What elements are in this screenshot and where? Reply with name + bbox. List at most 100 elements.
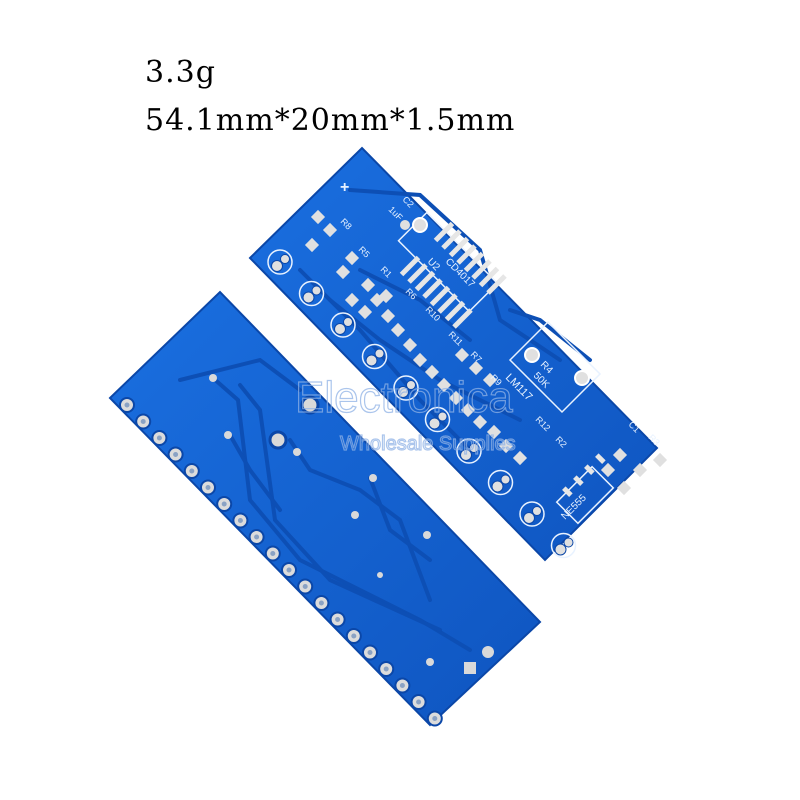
ic-cd4017-footprint — [397, 211, 507, 329]
smd-pad — [424, 364, 440, 380]
round-pad — [482, 646, 494, 658]
pin-hole — [140, 419, 146, 424]
pin-hole — [124, 402, 130, 408]
led-pad — [554, 543, 567, 556]
ic-pad — [486, 274, 507, 295]
pin-hole — [432, 716, 438, 721]
led-pad — [532, 506, 542, 516]
ic-pad — [478, 266, 500, 288]
watermark-line2: Wholesale Supplies — [340, 433, 516, 455]
smd-pads — [304, 209, 668, 496]
led-pad — [397, 386, 409, 398]
pot-pad — [574, 370, 590, 386]
pin-hole — [205, 485, 211, 490]
led-pad — [302, 291, 315, 304]
dimensions-caption: 54.1mm*20mm*1.5mm — [145, 103, 516, 138]
plus-marking: + — [340, 179, 349, 196]
smd-pad — [652, 452, 668, 468]
copper-traces — [178, 357, 472, 652]
led-outline — [487, 469, 514, 496]
pcb-board-back — [108, 290, 542, 727]
smd-pad — [380, 308, 396, 324]
pin-hole — [156, 435, 162, 441]
pin-hole — [221, 501, 227, 507]
smd-pad — [412, 352, 428, 368]
led-outline — [330, 312, 356, 338]
led-outline — [456, 438, 482, 464]
mount-hole — [268, 430, 288, 450]
smd-pad — [448, 390, 464, 406]
pin-hole — [416, 699, 422, 705]
smd-pad — [344, 292, 360, 308]
pin-hole — [367, 650, 373, 655]
led-pad — [437, 411, 448, 422]
smd-pad — [512, 450, 528, 466]
pin-hole — [335, 617, 341, 622]
pin-hole — [351, 633, 357, 639]
pcb-board-front: U2 CD4017 C2 1uF R4 50K LM117 NE555 C1 R… — [248, 146, 668, 562]
ic-pad — [444, 300, 466, 322]
smd-pad — [335, 264, 351, 280]
led-pad — [469, 443, 479, 453]
led-pad — [365, 354, 378, 367]
ic-pad — [407, 263, 428, 284]
ic-pad — [463, 251, 485, 273]
mount-hole — [300, 395, 320, 415]
smd-pad — [304, 237, 320, 253]
pin-hole — [399, 683, 405, 688]
smd-pad — [357, 304, 373, 320]
ic-pad — [433, 221, 455, 243]
led-pad — [500, 474, 511, 485]
smd-pad — [344, 250, 360, 266]
vias — [209, 374, 434, 666]
smd-pad — [468, 360, 484, 376]
ic-pad — [399, 255, 421, 277]
pot-pad — [524, 347, 540, 363]
led-pad — [523, 512, 535, 524]
ic-pad — [429, 285, 451, 307]
watermark-line1: Electronica — [295, 373, 513, 422]
led-pad — [428, 417, 441, 430]
weight-caption: 3.3g — [145, 55, 216, 90]
smd-pad — [498, 438, 514, 454]
smd-pad — [612, 447, 628, 463]
led-pad — [311, 285, 322, 296]
led-pad — [374, 348, 385, 359]
led-pad — [280, 254, 290, 264]
smd-pad — [486, 424, 502, 440]
ic-pad — [437, 293, 458, 314]
ic-pad — [471, 259, 492, 280]
led-pad — [406, 380, 416, 390]
cap-pad — [400, 220, 410, 230]
smd-pad — [402, 337, 418, 353]
led-outline — [393, 375, 419, 401]
lm117-outline — [508, 320, 602, 414]
led-outline — [519, 501, 545, 527]
ic-pad — [422, 278, 443, 299]
led-pad — [491, 480, 504, 493]
led-pad — [334, 323, 346, 335]
pin-hole — [189, 468, 195, 474]
ic-pad — [456, 244, 477, 265]
pin-hole — [286, 567, 292, 573]
led-footprints — [267, 249, 577, 559]
ic-ne555-footprint — [555, 453, 615, 525]
pin-hole — [318, 600, 324, 606]
led-outline — [267, 249, 293, 275]
pin-hole — [302, 584, 308, 589]
led-outline — [298, 280, 325, 307]
pin-hole — [270, 551, 276, 556]
header-pins — [119, 397, 443, 727]
led-outline — [424, 406, 451, 433]
pin-hole — [254, 534, 260, 540]
pin-hole — [383, 666, 389, 672]
smd-pad — [322, 222, 338, 238]
smd-pad — [482, 372, 498, 388]
pin-hole — [237, 518, 243, 523]
smd-pad — [600, 462, 616, 478]
smd-pad — [390, 322, 406, 338]
ic-pad — [448, 236, 470, 258]
smd-pad — [472, 414, 488, 430]
smd-pad — [378, 288, 394, 304]
